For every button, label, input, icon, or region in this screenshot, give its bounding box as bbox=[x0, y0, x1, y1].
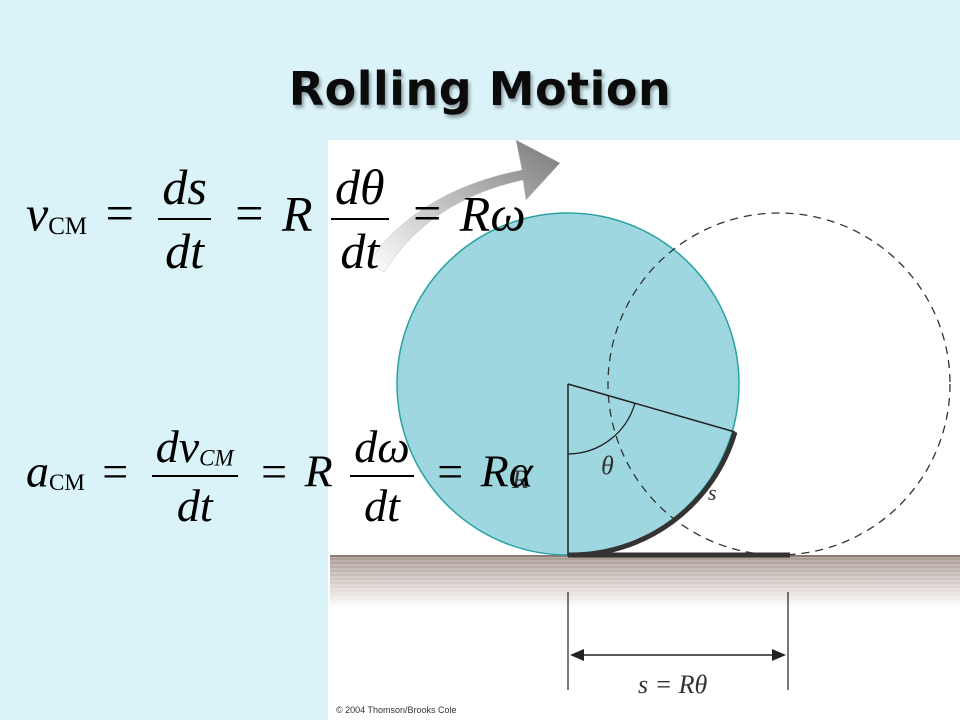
cm-subscript: CM bbox=[48, 213, 88, 241]
domega-dt-fraction: dω dt bbox=[350, 420, 414, 532]
label-arc-length-formula: s = Rθ bbox=[638, 670, 708, 699]
radius-rotated bbox=[567, 383, 736, 433]
label-theta: θ bbox=[601, 451, 614, 480]
theta-angle-arc bbox=[567, 402, 636, 455]
v-symbol: v bbox=[26, 185, 49, 242]
label-s: s bbox=[708, 480, 717, 505]
velocity-equation: vCM = ds dt = R dθ dt = Rω bbox=[26, 158, 526, 280]
label-R: R bbox=[511, 465, 528, 494]
slide-title: Rolling Motion bbox=[288, 62, 672, 116]
copyright-credit: © 2004 Thomson/Brooks Cole bbox=[336, 705, 457, 715]
cm-subscript: CM bbox=[49, 470, 85, 495]
r-alpha: Rα bbox=[480, 445, 533, 497]
r-omega: Rω bbox=[459, 185, 526, 242]
dtheta-dt-fraction: dθ dt bbox=[331, 158, 389, 280]
rotation-arrow-icon bbox=[367, 139, 561, 273]
acceleration-equation: aCM = dvCM dt = R dω dt = Rα bbox=[26, 420, 533, 532]
ds-dt-fraction: ds dt bbox=[158, 158, 211, 280]
a-symbol: a bbox=[26, 445, 49, 497]
dv-dt-fraction: dvCM dt bbox=[151, 420, 238, 532]
